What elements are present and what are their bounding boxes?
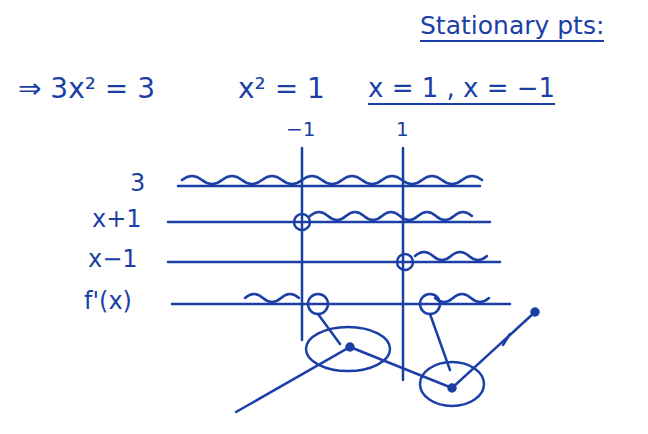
factor-label: x−1: [88, 246, 138, 272]
equation-text: ⇒ 3x² = 3: [18, 74, 155, 105]
derivative-label: f'(x): [84, 288, 132, 314]
factor-label: x+1: [92, 206, 142, 232]
factor-label: 3: [130, 170, 145, 196]
equation-text: x² = 1: [238, 74, 325, 105]
heading-text: Stationary pts:: [420, 12, 604, 42]
solution-text: x = 1 , x = −1: [368, 74, 555, 105]
root-label: 1: [396, 118, 409, 140]
root-label: −1: [286, 118, 315, 140]
